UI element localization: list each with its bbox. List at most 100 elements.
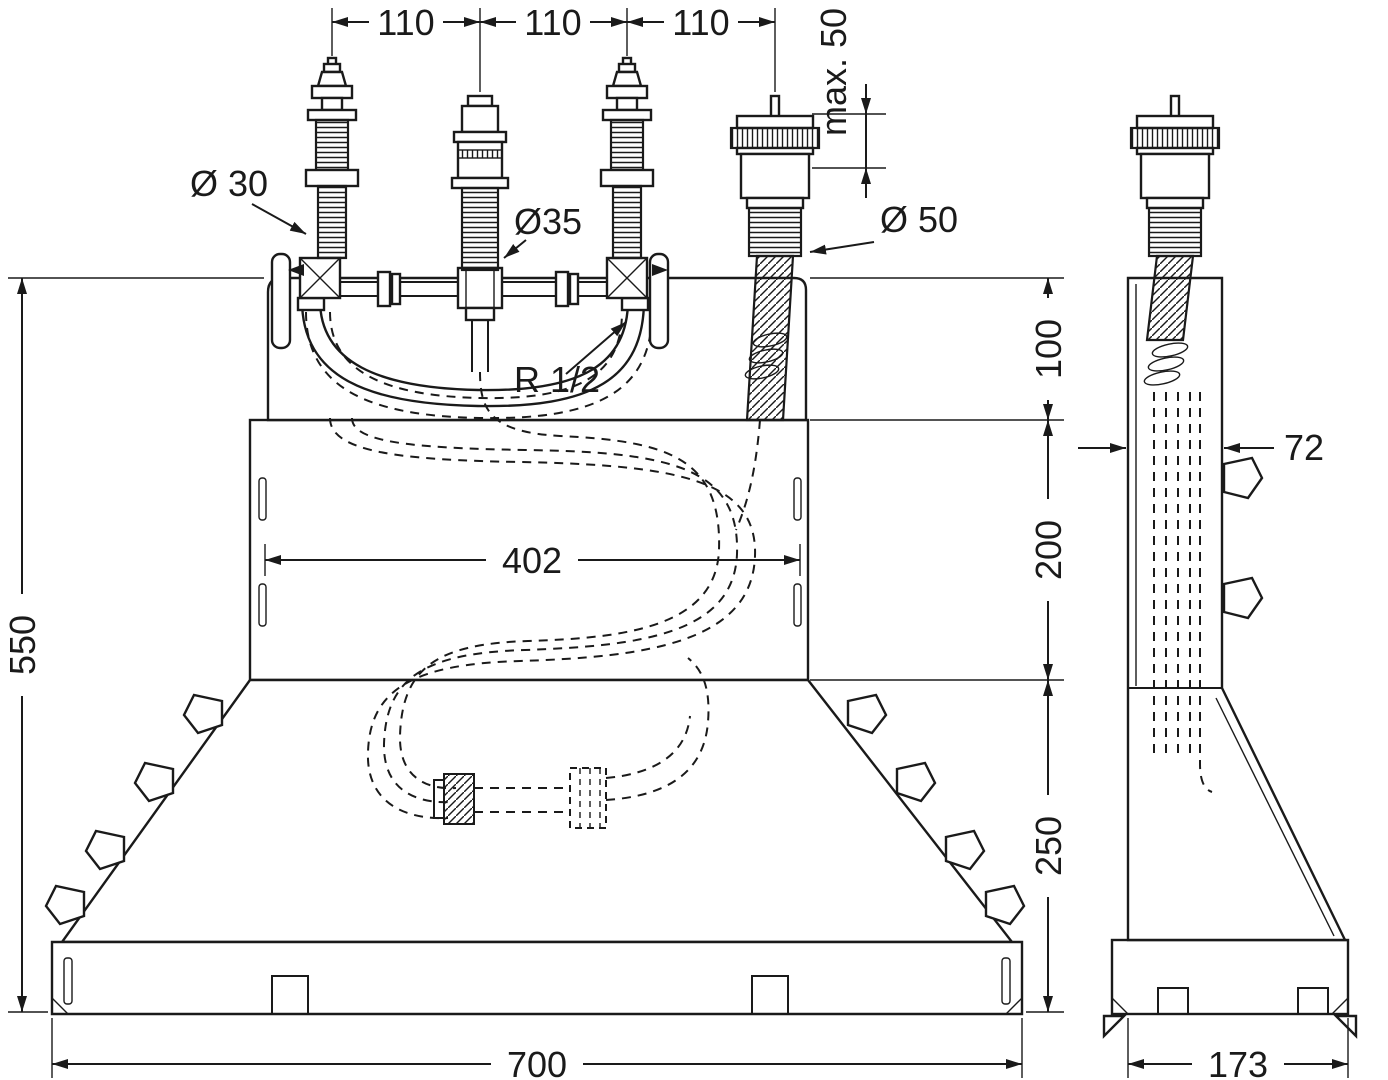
hose-dashed <box>329 417 757 820</box>
flow-arrow-left <box>288 264 304 276</box>
valve-collar <box>310 84 354 100</box>
side-foot-left <box>1102 1014 1127 1039</box>
dim-label-72: 72 <box>1284 427 1324 468</box>
tee-detail <box>465 268 495 308</box>
dim-top-spacing: 110 110 110 <box>331 2 776 92</box>
tee-body <box>456 266 504 310</box>
hose-hidden <box>1199 392 1213 793</box>
hose-coil <box>1151 342 1189 358</box>
hose-coil <box>744 364 780 380</box>
label-bg <box>3 594 41 696</box>
side-base <box>1110 938 1350 1016</box>
mounting-box <box>50 276 1024 1016</box>
spout-shoulder <box>1145 196 1205 210</box>
hose-coil <box>1147 356 1185 372</box>
dim-label-402: 402 <box>502 540 562 581</box>
valve-head <box>460 104 500 134</box>
dim-label-110-2: 110 <box>524 2 581 43</box>
dim-total-height: 550 <box>2 277 264 1013</box>
side-view <box>1102 94 1358 1039</box>
side-clip <box>1222 456 1264 500</box>
valve-flange <box>306 108 358 122</box>
base-bevels <box>51 997 1023 1015</box>
base-slot-right <box>1001 957 1011 1005</box>
label-bg <box>664 3 738 41</box>
side-spout-column <box>1129 94 1221 793</box>
leader-d30 <box>251 203 307 235</box>
side-base-cutout <box>1157 987 1189 1015</box>
dim-label-173: 173 <box>1208 1044 1268 1080</box>
side-panel <box>1126 276 1347 942</box>
side-base-cutout <box>1297 987 1329 1015</box>
tab <box>182 693 224 735</box>
coupling-hidden <box>569 767 607 829</box>
hose-coil <box>752 332 788 348</box>
coupling-body <box>443 773 475 825</box>
spout-cap <box>1135 114 1215 130</box>
bracket-left <box>270 252 292 350</box>
hose-loop-inner <box>318 299 630 392</box>
anchor-slot <box>258 583 267 627</box>
label-bg <box>516 3 590 41</box>
hose-coil <box>1143 370 1181 386</box>
anchor-slot <box>793 583 802 627</box>
dim-base-depth: 173 <box>1127 1018 1349 1080</box>
valve-thread-lower <box>316 184 348 260</box>
side-brace-inner <box>1215 697 1335 937</box>
base-slot-left <box>63 957 73 1005</box>
dimensions: 110 110 110 max. 50 Ø 30 Ø35 Ø 50 R 1/2 <box>2 2 1349 1080</box>
valve-nut <box>599 168 655 188</box>
valve-thread-lower <box>611 184 643 260</box>
valve-body-middle <box>450 94 510 272</box>
hose-coupling <box>433 767 607 829</box>
tab <box>944 829 986 871</box>
valve-thread-upper <box>314 118 350 172</box>
tab <box>846 693 888 735</box>
dim-right-chain: 100 200 250 <box>810 277 1069 1013</box>
valve-body-left <box>304 56 360 260</box>
pipe-nut <box>554 270 570 308</box>
valve-tip <box>466 94 494 108</box>
dim-label-550: 550 <box>2 615 43 675</box>
dim-label-110-1: 110 <box>377 2 434 43</box>
valve-thread <box>460 186 500 272</box>
spout-cap <box>735 114 815 130</box>
side-base-bevels <box>1111 997 1349 1015</box>
hose-loop-outer <box>300 299 646 408</box>
extension-lines <box>812 113 886 169</box>
dim-label-110-3: 110 <box>672 2 729 43</box>
box-upper-panel <box>266 276 808 422</box>
valve-body <box>456 140 504 180</box>
front-view <box>44 56 1026 1016</box>
valve-body-right-small <box>599 56 655 260</box>
anchor-slot <box>258 477 267 521</box>
valve-flange <box>601 108 653 122</box>
spout-thread <box>747 206 803 258</box>
hose-collar <box>620 296 650 312</box>
tab <box>984 884 1026 926</box>
valve-flange <box>452 130 508 144</box>
base-rail <box>50 940 1024 1016</box>
tab <box>84 829 126 871</box>
dim-total-width: 700 <box>51 1018 1023 1080</box>
hose-collar <box>296 296 326 312</box>
extension-lines <box>810 277 1064 1013</box>
label-bg <box>491 1045 583 1080</box>
hose-dashed <box>605 657 710 801</box>
spout-knurl <box>1129 126 1221 150</box>
label-bg <box>1029 298 1067 400</box>
dim-label-r12: R 1/2 <box>514 359 600 400</box>
spout-body <box>739 152 811 200</box>
elbow-cross <box>299 257 341 299</box>
pipe-nut <box>376 270 392 308</box>
valve-taper <box>316 70 348 88</box>
label-bg <box>1192 1045 1284 1080</box>
elbow-cross <box>606 257 648 299</box>
dim-label-200: 200 <box>1028 520 1069 580</box>
valve-neck <box>615 96 639 112</box>
pipe-nut <box>390 272 402 306</box>
spout-pin <box>1169 94 1181 120</box>
valve-knurl <box>457 149 503 159</box>
